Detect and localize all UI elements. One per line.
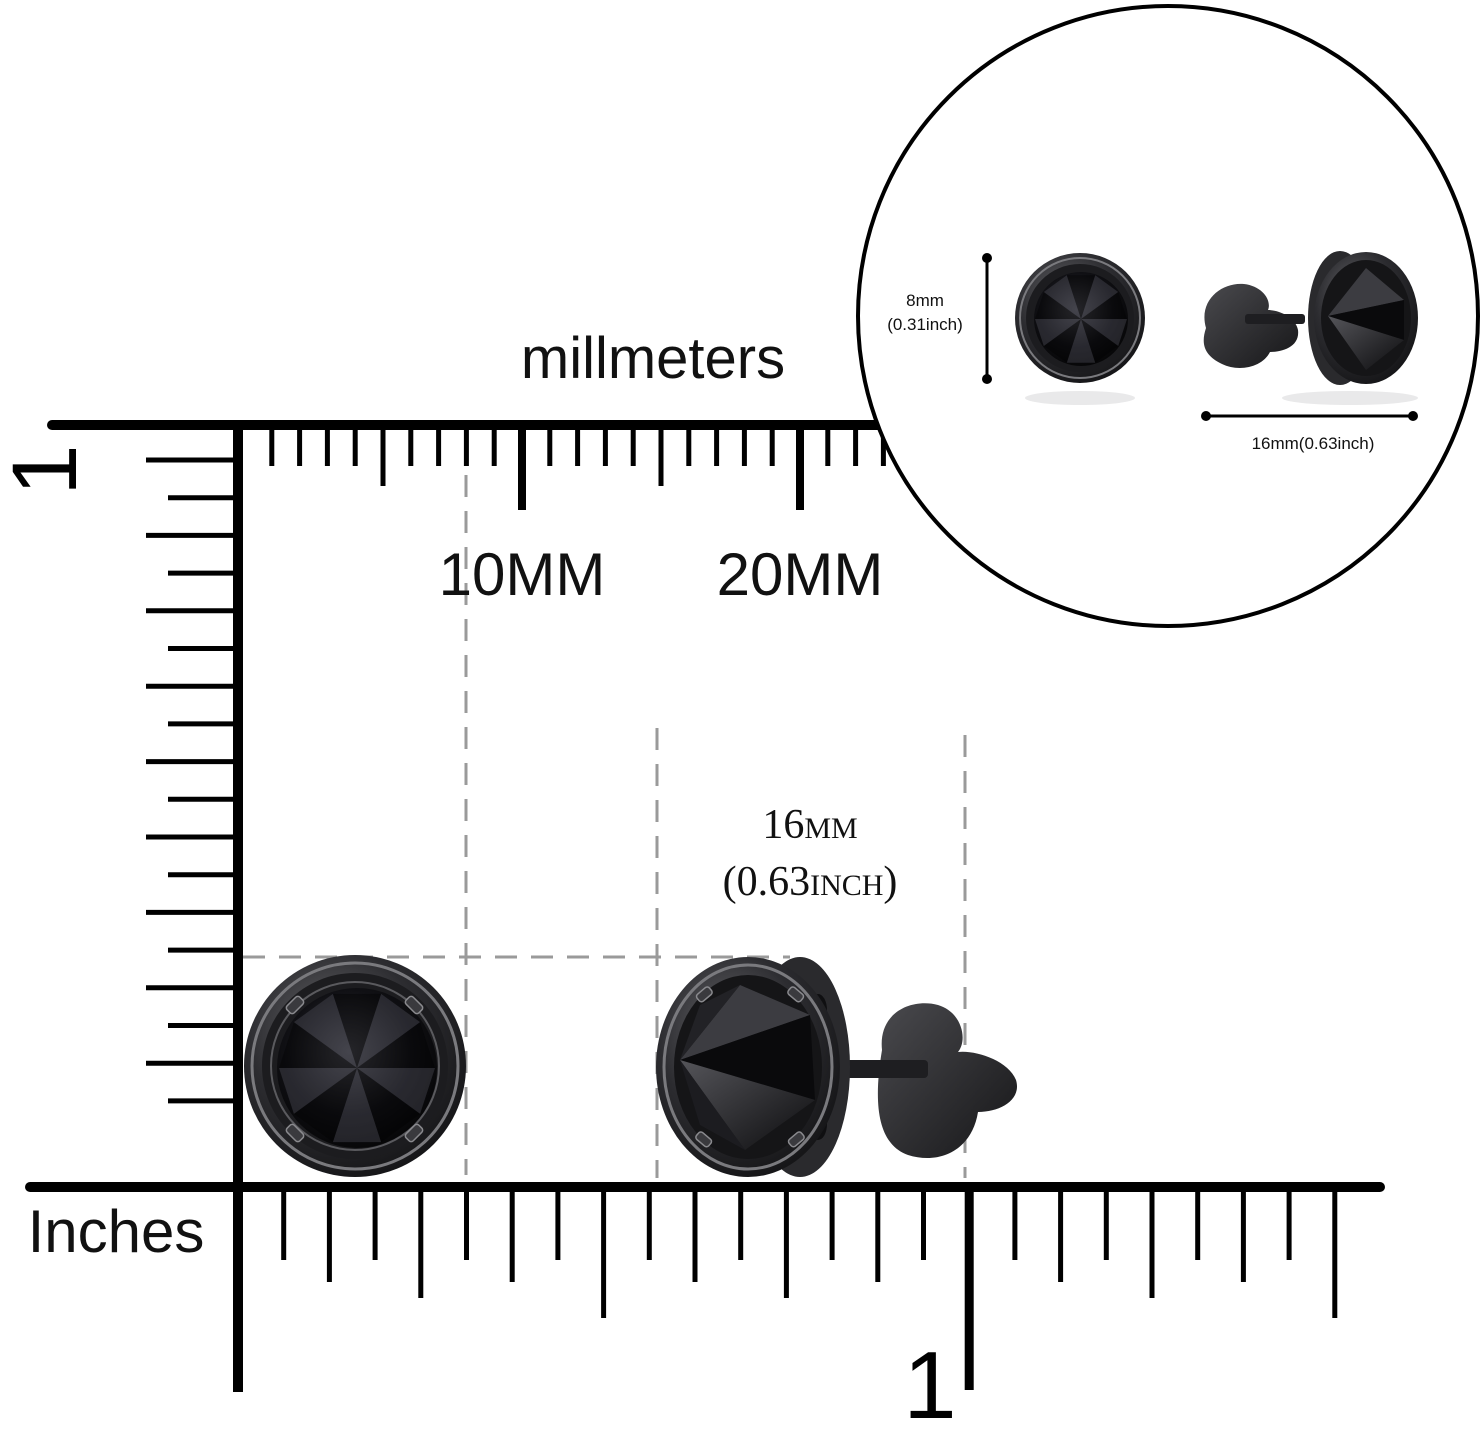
- left-ruler-ticks: [146, 457, 233, 1104]
- main-dimension-mm: 16MM: [762, 802, 857, 848]
- stone-facet: [1081, 319, 1127, 347]
- inch-tick-label-1: 1: [903, 1332, 956, 1430]
- inset-stone-facets: [1035, 275, 1127, 363]
- stone-facet: [279, 1068, 357, 1114]
- stone-facet: [1035, 319, 1081, 347]
- top-axis-title: millmeters: [521, 326, 785, 391]
- width-dimension-line: [1201, 411, 1418, 421]
- stone-facet: [357, 1068, 435, 1114]
- stone-facet: [293, 993, 357, 1068]
- inset-cone-stud-earring-icon: [1203, 251, 1418, 405]
- stone-facet: [1043, 275, 1081, 319]
- stone-facet: [293, 1068, 357, 1143]
- main-dimension-inch: (0.63INCH): [723, 859, 898, 905]
- stone-facet: [1043, 319, 1081, 363]
- inch-ruler: [25, 1182, 1385, 1392]
- height-dimension-line: [982, 253, 992, 384]
- stone-facet: [357, 1068, 421, 1143]
- cone-spike-stud-earring-icon: [656, 957, 1018, 1177]
- round-black-stud-earring-icon: [244, 955, 466, 1177]
- inset-round-stud-earring-icon: [1015, 253, 1145, 405]
- stone-facet: [1081, 319, 1119, 363]
- stone-facet: [1066, 319, 1096, 363]
- stone-facet: [357, 993, 421, 1068]
- inset-detail: 8mm (0.31inch): [856, 4, 1480, 628]
- left-ruler: [146, 425, 243, 1190]
- inset-height-mm: 8mm: [906, 291, 944, 310]
- inch-ruler-ticks: [281, 1190, 1338, 1390]
- mm-ruler-ticks: [269, 428, 886, 510]
- stone-facet: [1035, 291, 1081, 319]
- stone-facet: [1081, 291, 1127, 319]
- stone-facet: [1081, 275, 1119, 319]
- stone-facet: [279, 1022, 357, 1068]
- inset-width-label: 16mm(0.63inch): [1252, 434, 1375, 453]
- inset-height-inch: (0.31inch): [887, 315, 963, 334]
- mm-tick-label-20: 20MM: [717, 541, 884, 608]
- stone-facets: [279, 993, 435, 1143]
- stone-facet: [1066, 275, 1096, 319]
- mm-tick-label-10: 10MM: [439, 541, 606, 608]
- bottom-axis-title: Inches: [28, 1198, 205, 1265]
- left-axis-mark: 1: [0, 444, 96, 495]
- mm-ruler: [47, 420, 935, 510]
- stone-facet: [332, 993, 382, 1068]
- stone-facet: [357, 1022, 435, 1068]
- stone-facet: [332, 1068, 382, 1143]
